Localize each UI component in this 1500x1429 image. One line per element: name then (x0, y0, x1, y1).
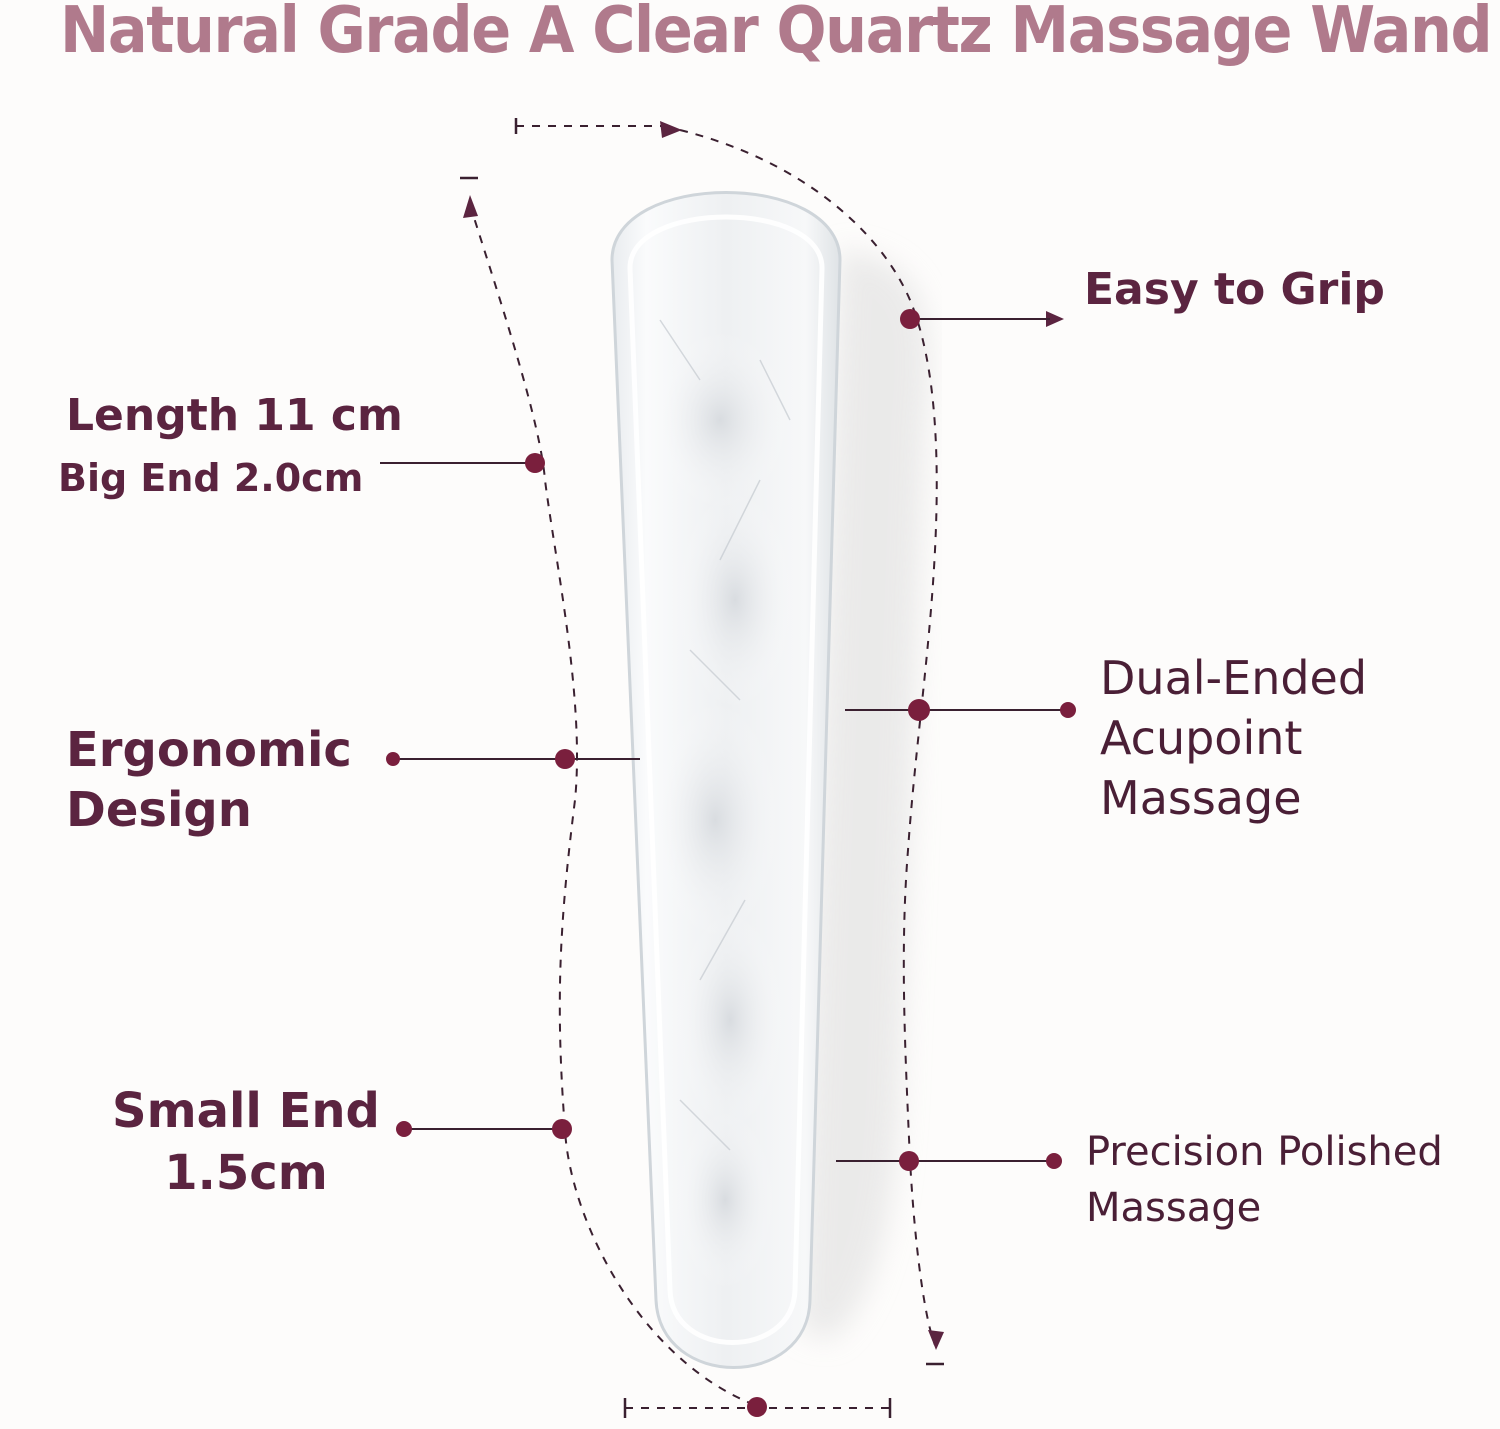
dot-icon (747, 1397, 767, 1417)
dot-icon (1046, 1153, 1062, 1169)
precision-line1: Precision Polished (1086, 1129, 1443, 1175)
dot-icon (1060, 702, 1076, 718)
dual-ended-label: Dual-Ended Acupoint Massage (1100, 648, 1367, 828)
dot-icon (386, 309, 1076, 1417)
dot-icon (525, 453, 545, 473)
big-end-label: Big End 2.0cm (58, 456, 364, 500)
arrow-right-icon (1046, 311, 1064, 327)
small-end-line2: 1.5cm (164, 1145, 328, 1201)
arrow-up-icon (463, 195, 478, 218)
arrow-right-icon (660, 121, 682, 138)
ergonomic-line1: Ergonomic (66, 722, 352, 778)
dual-line2: Acupoint (1100, 711, 1303, 765)
easy-grip-label: Easy to Grip (1084, 264, 1385, 315)
precision-line2: Massage (1086, 1185, 1262, 1231)
small-end-line1: Small End (112, 1083, 380, 1139)
dot-icon (396, 1121, 412, 1137)
dual-line3: Massage (1100, 771, 1302, 825)
precision-label: Precision Polished Massage (1086, 1124, 1443, 1236)
ergonomic-label: Ergonomic Design (66, 720, 352, 840)
arrow-down-icon (928, 1330, 944, 1350)
dot-icon (552, 1119, 572, 1139)
dot-icon (900, 309, 920, 329)
dual-line1: Dual-Ended (1100, 651, 1368, 705)
small-end-label: Small End 1.5cm (112, 1080, 380, 1204)
dot-icon (899, 1151, 919, 1171)
page-title: Natural Grade A Clear Quartz Massage Wan… (60, 0, 1493, 68)
quartz-wand (610, 191, 842, 1369)
length-label: Length 11 cm (66, 390, 403, 441)
ergonomic-line2: Design (66, 782, 252, 838)
dot-icon (386, 752, 400, 766)
arrow-right-icon (463, 121, 1064, 1350)
dot-icon (555, 749, 575, 769)
left-dashed-curve (469, 204, 756, 1406)
dot-icon (908, 699, 930, 721)
